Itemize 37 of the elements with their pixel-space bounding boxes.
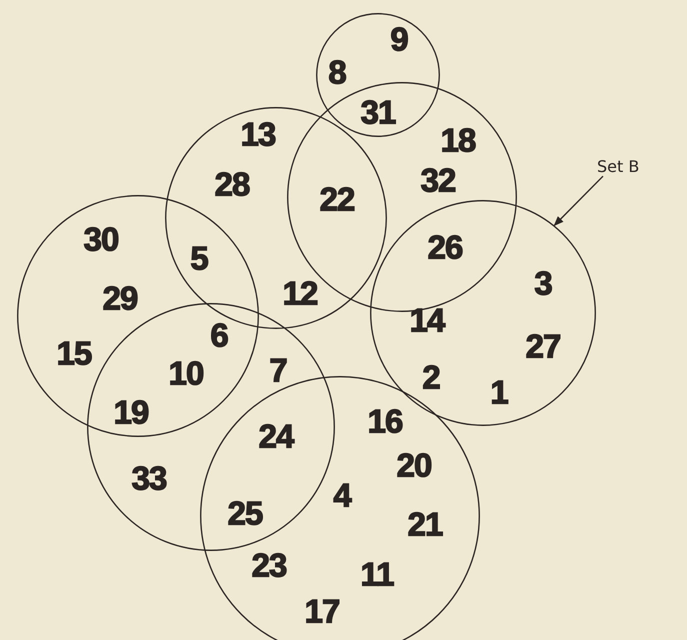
number-label: 10 — [168, 356, 204, 390]
number-label: 21 — [408, 508, 442, 540]
number-label: 8 — [328, 56, 346, 88]
number-label: 27 — [526, 330, 560, 362]
number-label: 2 — [422, 360, 440, 394]
number-label: 6 — [210, 318, 228, 352]
number-label: 1 — [490, 376, 508, 408]
number-label: 3 — [534, 266, 552, 300]
number-label: 12 — [282, 276, 318, 310]
number-label: 17 — [304, 594, 340, 628]
number-label: 22 — [320, 182, 354, 216]
number-label: 26 — [428, 230, 462, 264]
number-label: 13 — [240, 118, 276, 150]
number-label: 5 — [190, 242, 208, 274]
number-label: 15 — [56, 336, 92, 370]
number-label: 28 — [214, 168, 250, 200]
number-label: 9 — [390, 22, 408, 56]
number-label: 23 — [252, 548, 286, 582]
set-circle — [316, 13, 440, 137]
number-label: 24 — [258, 420, 294, 452]
number-label: 7 — [269, 354, 287, 386]
number-label: 18 — [440, 124, 476, 156]
set-circle — [17, 195, 259, 437]
number-label: 33 — [132, 462, 166, 494]
number-label: 14 — [410, 304, 444, 336]
number-label: 4 — [333, 478, 351, 512]
number-label: 25 — [228, 496, 262, 530]
number-label: 16 — [368, 404, 402, 438]
number-label: 30 — [84, 222, 118, 256]
number-label: 20 — [396, 448, 432, 482]
arrow — [554, 176, 604, 226]
number-label: 32 — [420, 164, 456, 196]
number-label: 31 — [360, 96, 396, 128]
number-label: 11 — [360, 558, 394, 590]
number-label: 29 — [102, 282, 138, 314]
number-label: 19 — [114, 396, 148, 428]
set-label: Set B — [597, 157, 640, 176]
